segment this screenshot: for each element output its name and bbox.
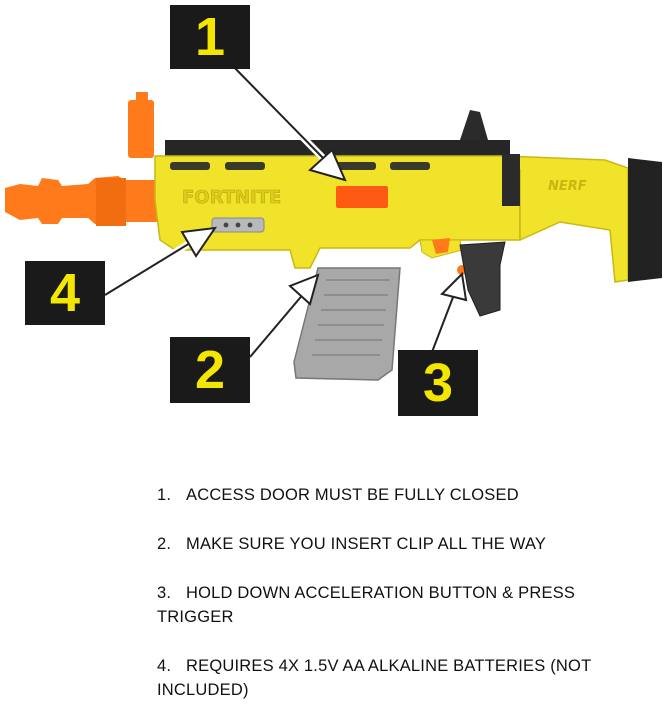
step-text: HOLD DOWN ACCELERATION BUTTON & PRESS TR… xyxy=(157,584,576,626)
step-text: MAKE SURE YOU INSERT CLIP ALL THE WAY xyxy=(186,535,547,553)
step-1: 1. ACCESS DOOR MUST BE FULLY CLOSED xyxy=(157,483,647,507)
step-text: REQUIRES 4X 1.5V AA ALKALINE BATTERIES (… xyxy=(157,657,592,699)
butt-plate xyxy=(628,158,662,282)
brand-text: FORTNITE xyxy=(182,187,281,208)
pistol-grip xyxy=(459,241,506,317)
logo-text: NERF xyxy=(548,179,587,194)
front-sight xyxy=(128,100,154,158)
blaster-illustration: FORTNITE NERF xyxy=(5,55,662,381)
arrow-1-outline xyxy=(224,57,326,161)
callout-3: 3 xyxy=(398,350,478,416)
barrel-tip xyxy=(5,176,160,226)
step-3: 3.HOLD DOWN ACCELERATION BUTTON & PRESS … xyxy=(157,581,647,629)
arrow-1-head xyxy=(307,148,347,182)
arrow-4-head xyxy=(180,226,218,258)
step-number: 1. xyxy=(157,486,172,504)
arrow-2-head xyxy=(288,273,320,306)
rear-sight xyxy=(460,110,488,140)
step-number: 2. xyxy=(157,535,172,553)
step-4: 4.REQUIRES 4X 1.5V AA ALKALINE BATTERIES… xyxy=(157,654,647,702)
step-2: 2. MAKE SURE YOU INSERT CLIP ALL THE WAY xyxy=(157,532,647,556)
callout-1: 1 xyxy=(170,5,250,69)
stock xyxy=(503,155,629,283)
step-number: 3. xyxy=(157,584,172,602)
callout-2: 2 xyxy=(170,337,250,403)
step-text: ACCESS DOOR MUST BE FULLY CLOSED xyxy=(186,486,519,504)
trigger xyxy=(432,238,450,254)
arrow-3-head xyxy=(440,271,468,302)
instructions-list: 1. ACCESS DOOR MUST BE FULLY CLOSED 2. MAK… xyxy=(157,483,647,727)
callout-4: 4 xyxy=(25,261,105,325)
top-rail xyxy=(165,140,510,156)
access-door xyxy=(336,186,388,208)
step-number: 4. xyxy=(157,657,172,675)
